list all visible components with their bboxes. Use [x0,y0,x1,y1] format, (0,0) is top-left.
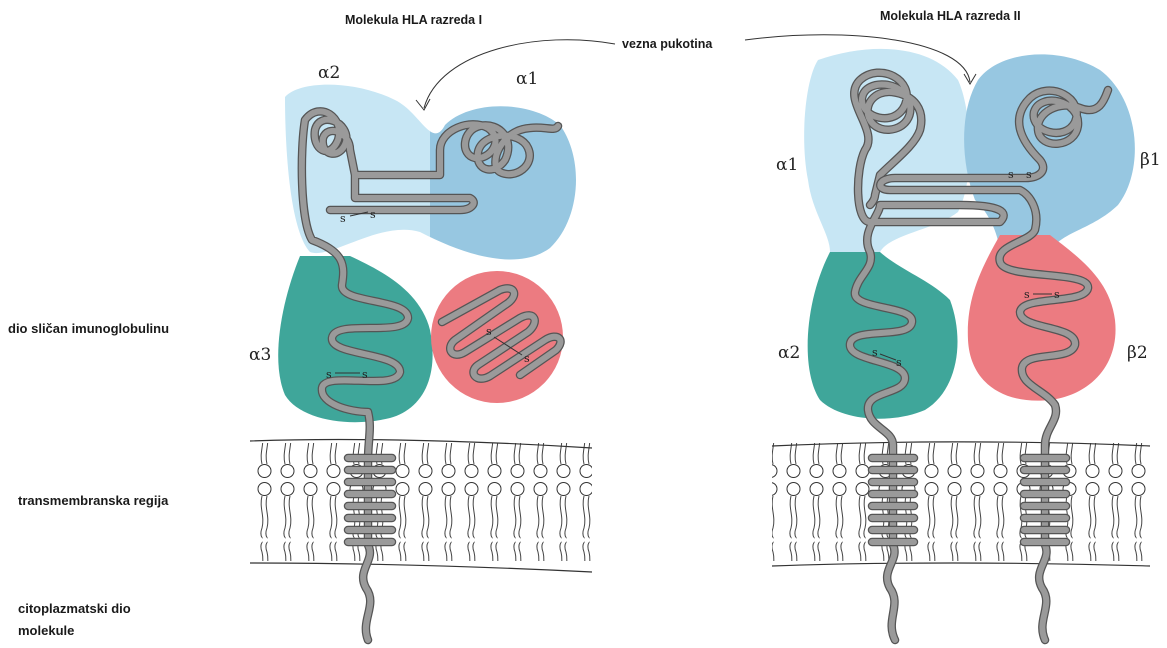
disulfide-s-b2m-a: s [486,325,492,338]
membrane-class-2 [772,442,1150,566]
label-c2-alpha2: α2 [778,343,800,363]
class2-beta1-domain [955,40,1155,260]
disulfide-s-c2-b1-a: s [1008,168,1014,181]
disulfide-s-c2-b2-a: s [1024,288,1030,301]
disulfide-s-c2-a2-b: s [896,356,902,369]
label-c2-beta1: β1 [1140,150,1161,170]
disulfide-s-c1-a3-a: s [326,368,332,381]
binding-groove-label: vezna pukotina [622,37,713,51]
disulfide-s-c1-a3-b: s [362,368,368,381]
disulfide-s-c1-top-b: s [370,208,376,221]
label-c2-alpha1: α1 [776,155,798,175]
disulfide-s-c1-top-a: s [340,212,346,225]
class2-beta2-domain [968,235,1116,401]
disulfide-s-c2-a2-a: s [872,346,878,359]
label-c2-beta2: β2 [1127,343,1148,363]
membrane-class-1 [250,439,592,572]
class1-alpha3-domain [278,256,432,422]
class1-title: Molekula HLA razreda I [345,13,482,27]
label-c1-alpha2: α2 [318,63,340,83]
label-c1-alpha1: α1 [516,69,538,89]
disulfide-s-b2m-b: s [524,352,530,365]
label-c1-alpha3: α3 [249,345,271,365]
class2-title: Molekula HLA razreda II [880,9,1021,23]
disulfide-s-c2-b2-b: s [1054,288,1060,301]
disulfide-s-c2-b1-b: s [1026,168,1032,181]
